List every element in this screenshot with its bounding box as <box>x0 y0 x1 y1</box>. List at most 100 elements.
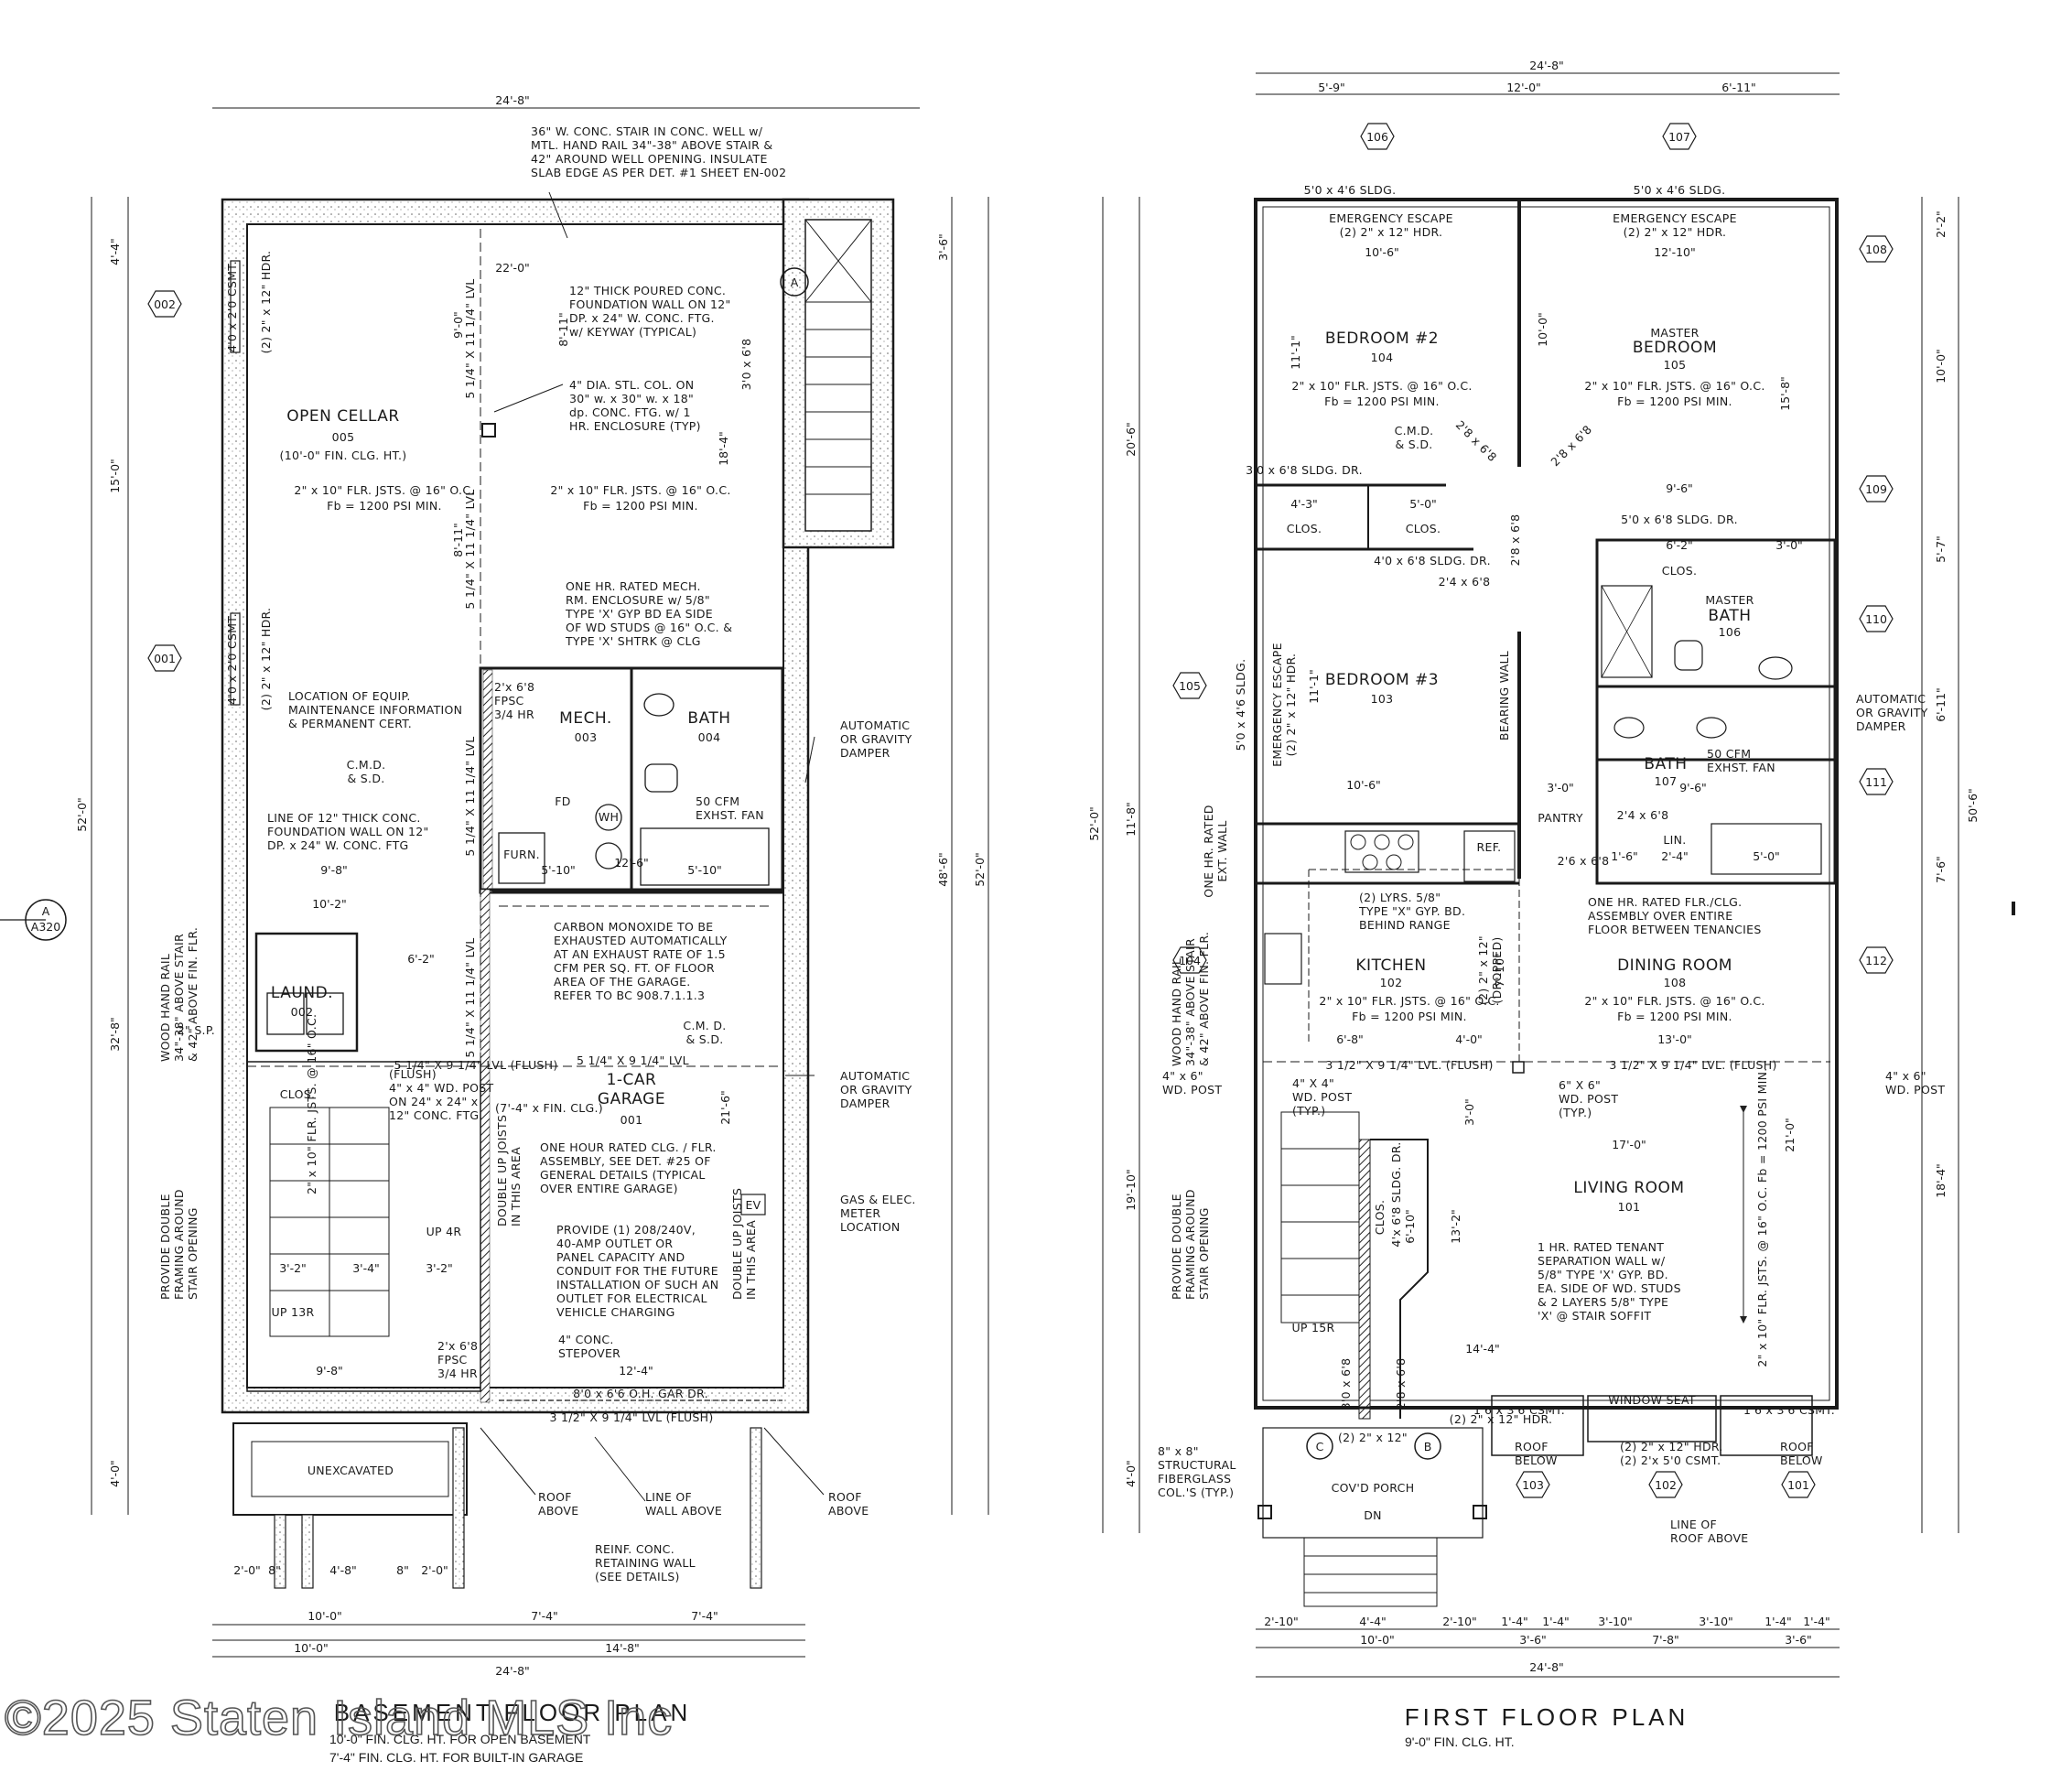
tag-103: 103 <box>1522 1478 1544 1492</box>
basement-dim: 12'-4" <box>619 1364 653 1378</box>
basement-dim: 8" <box>396 1563 409 1577</box>
note-csmt: 1'6 x 3'6 CSMT. <box>1743 1403 1835 1417</box>
basement-dim: 8'-11" <box>451 523 465 557</box>
first-dim: 3'-0" <box>1775 538 1803 552</box>
note-door: 2'4 x 6'8 <box>1439 575 1491 589</box>
basement-dim: 9'-0" <box>451 311 465 339</box>
note-post-6x6: 6" X 6"WD. POST(TYP.) <box>1559 1078 1618 1119</box>
note-behind-range: (2) LYRS. 5/8"TYPE "X" GYP. BD.BEHIND RA… <box>1358 891 1465 932</box>
note-bearing-wall: BEARING WALL <box>1497 651 1511 740</box>
first-dim: 10'-0" <box>1360 1633 1395 1647</box>
first-plan-subtitle: 9'-0" FIN. CLG. HT. <box>1405 1734 1515 1749</box>
room-bath: BATH <box>1644 755 1687 773</box>
first-dim: 4'-3" <box>1290 497 1318 511</box>
room-closet: CLOS. <box>1287 522 1322 535</box>
tag-108: 108 <box>1865 243 1887 256</box>
note-dropped-header: (2) 2" x 12"(DROPPED) <box>1476 935 1504 1005</box>
first-dim: 7'-8" <box>1652 1633 1679 1647</box>
note-line-foundation: LINE OF 12" THICK CONC.FOUNDATION WALL O… <box>267 811 429 852</box>
note-door: 2'6 x 6'8 <box>1558 854 1610 868</box>
first-dim: 7'-10" <box>1493 953 1506 988</box>
note-post-left: 4" x 6"WD. POST <box>1162 1069 1222 1097</box>
first-dim: 3'-6" <box>1519 1633 1547 1647</box>
first-dim: 9'-6" <box>1679 781 1707 794</box>
note-mech-room: ONE HR. RATED MECH.RM. ENCLOSURE w/ 5/8"… <box>565 579 732 648</box>
note-window-seat: WINDOW SEAT <box>1608 1393 1696 1407</box>
first-dim: 6'-10" <box>1403 1209 1417 1244</box>
note-retaining-wall: REINF. CONC.RETAINING WALL(SEE DETAILS) <box>595 1542 696 1583</box>
basement-plan-subtitle: 7'-4" FIN. CLG. HT. FOR BUILT-IN GARAGE <box>329 1750 583 1765</box>
first-dim: 11'-1" <box>1307 669 1321 704</box>
first-dim: 10'-0" <box>1536 312 1549 347</box>
note-joists-living: 2" x 10" FLR. JSTS. @ 16" O.C. Fb = 1200… <box>1755 1067 1769 1367</box>
basement-dim: 18'-4" <box>717 431 730 466</box>
first-dim: 5'-7" <box>1934 535 1948 563</box>
note-exterior-wall: ONE HR. RATEDEXT. WALL <box>1202 805 1229 897</box>
room-master-bedroom-num: 105 <box>1664 358 1687 372</box>
tag-002: 002 <box>154 297 176 311</box>
basement-dim: 7'-4" <box>531 1609 558 1623</box>
note-sliding-window: 5'0 x 4'6 SLDG. <box>1304 183 1397 197</box>
note-fd: FD <box>555 794 570 808</box>
room-covered-porch: COV'D PORCH <box>1332 1481 1415 1495</box>
note-closet-door: 4'x 6'8 SLDG. DR. <box>1389 1141 1403 1247</box>
first-overall-width-bottom: 24'-8" <box>1529 1660 1564 1674</box>
note-garage-door: 8'0 x 6'6 O.H. GAR DR. <box>573 1387 708 1400</box>
note-flr-clg-assembly: ONE HR. RATED FLR./CLG.ASSEMBLY OVER ENT… <box>1588 895 1762 936</box>
grid-tag-a: A <box>791 276 799 289</box>
basement-dim: 15'-0" <box>108 459 122 493</box>
note-emergency-escape: EMERGENCY ESCAPE(2) 2" x 12" HDR. <box>1270 643 1298 767</box>
basement-overall-width-top: 24'-8" <box>495 93 530 107</box>
first-dim: 4'-0" <box>1124 1460 1138 1487</box>
first-dim: 1'-4" <box>1542 1615 1570 1628</box>
note-csmt: 4'0 x 2'0 CSMT. <box>225 613 239 705</box>
first-dim: 1'-4" <box>1501 1615 1528 1628</box>
basement-dim: 3'-2" <box>279 1261 307 1275</box>
note-stepover: 4" CONC.STEPOVER <box>558 1333 621 1360</box>
first-dim: 10'-6" <box>1346 778 1381 792</box>
room-kitchen: KITCHEN <box>1355 956 1426 975</box>
note-lvl-flush: 5 1/4" X 9 1/4" LVL (FLUSH) <box>394 1058 557 1072</box>
note-lvl: 3 1/2" X 9 1/4" LVL. (FLUSH) <box>1325 1058 1493 1072</box>
room-garage-ht: (7'-4" x FIN. CLG.) <box>495 1101 603 1115</box>
room-bedroom-3-num: 103 <box>1371 692 1394 706</box>
first-dim: 11'-1" <box>1289 335 1302 370</box>
tag-107: 107 <box>1668 130 1690 144</box>
note-post-4x4: 4" X 4"WD. POST(TYP.) <box>1292 1076 1352 1118</box>
note-down: DN <box>1364 1508 1382 1522</box>
first-dim: 3'-6" <box>1785 1633 1812 1647</box>
note-door: 2'8 x 6'8 <box>1508 514 1522 567</box>
basement-dim: 8'-11" <box>556 312 570 347</box>
first-overall-width-top: 24'-8" <box>1529 59 1564 72</box>
room-bath: BATH <box>687 709 730 728</box>
basement-dim: 3'-2" <box>426 1261 453 1275</box>
note-sp: 2" S.P. <box>178 1023 215 1037</box>
note-up15r: UP 15R <box>1291 1321 1334 1334</box>
room-open-cellar-num: 005 <box>332 430 355 444</box>
note-sliding-door: 3'0 x 6'8 SLDG. DR. <box>1246 463 1363 477</box>
first-dim: 13'-2" <box>1449 1209 1462 1244</box>
note-lvl-bottom: 3 1/2" X 9 1/4" LVL (FLUSH) <box>549 1410 713 1424</box>
first-dim: 6'-2" <box>1666 538 1693 552</box>
room-closet: CLOS. <box>1406 522 1441 535</box>
note-joists: 2" x 10" FLR. JSTS. @ 16" O.C. <box>1291 379 1472 393</box>
room-bedroom-2: BEDROOM #2 <box>1325 330 1439 348</box>
note-cmd: C.M.D.& S.D. <box>347 758 386 785</box>
first-dim: 50'-6" <box>1966 788 1980 823</box>
room-laundry: LAUND. <box>271 984 333 1002</box>
basement-dim: 32'-8" <box>108 1017 122 1052</box>
first-dim: 12'-10" <box>1654 245 1696 259</box>
note-emergency-escape: EMERGENCY ESCAPE(2) 2" x 12" HDR. <box>1329 211 1453 239</box>
note-double-framing: PROVIDE DOUBLEFRAMING AROUNDSTAIR OPENIN… <box>1170 1189 1211 1300</box>
room-bedroom-2-num: 104 <box>1371 351 1394 364</box>
note-joists-fb: Fb = 1200 PSI MIN. <box>583 499 698 513</box>
